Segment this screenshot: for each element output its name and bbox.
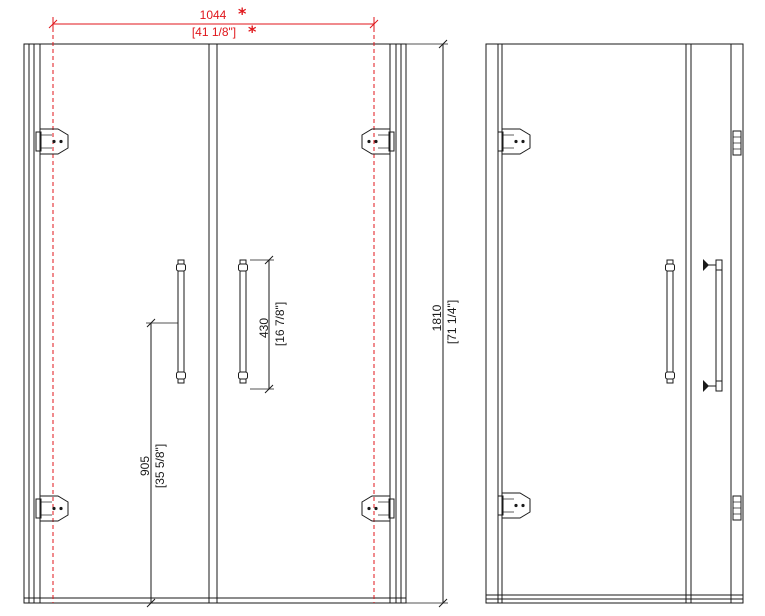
hinge-icon <box>35 495 69 522</box>
handle-in-label: [16 7/8"] <box>273 302 287 346</box>
width-asterisk-icon: * <box>238 4 247 23</box>
handle-length-dimension: 430 [16 7/8"] <box>250 255 287 394</box>
hinge-icon <box>35 128 69 155</box>
handle-height-in-label: [35 5/8"] <box>153 444 167 488</box>
door-pull-handle-icon <box>176 259 186 384</box>
edge-bracket-icon <box>732 130 742 156</box>
edge-bracket-icon <box>732 495 742 521</box>
hinge-icon <box>361 128 395 155</box>
hinge-icon <box>497 492 531 519</box>
handle-mm-label: 430 <box>257 318 271 338</box>
width-in-label: [41 1/8"] <box>192 25 236 39</box>
rear-frame-outline <box>485 43 744 604</box>
width-mm-label: 1044 <box>200 8 227 22</box>
width-dimension: 1044 * [41 1/8"] * <box>48 4 379 41</box>
width-asterisk-icon: * <box>248 22 257 41</box>
height-in-label: [71 1/4"] <box>445 300 459 344</box>
door-pull-handle-icon <box>238 259 248 384</box>
height-mm-label: 1810 <box>430 304 444 331</box>
handle-height-mm-label: 905 <box>138 456 152 476</box>
front-view <box>23 28 407 604</box>
hinge-icon <box>497 128 531 155</box>
door-pull-handle-icon <box>665 259 675 384</box>
height-dimension: 1810 [71 1/4"] <box>406 39 459 608</box>
front-frame-outline <box>23 43 407 604</box>
side-handle-icon <box>703 259 723 392</box>
hinge-icon <box>361 495 395 522</box>
rear-view <box>485 43 744 604</box>
handle-height-dimension: 905 [35 5/8"] <box>138 318 178 608</box>
